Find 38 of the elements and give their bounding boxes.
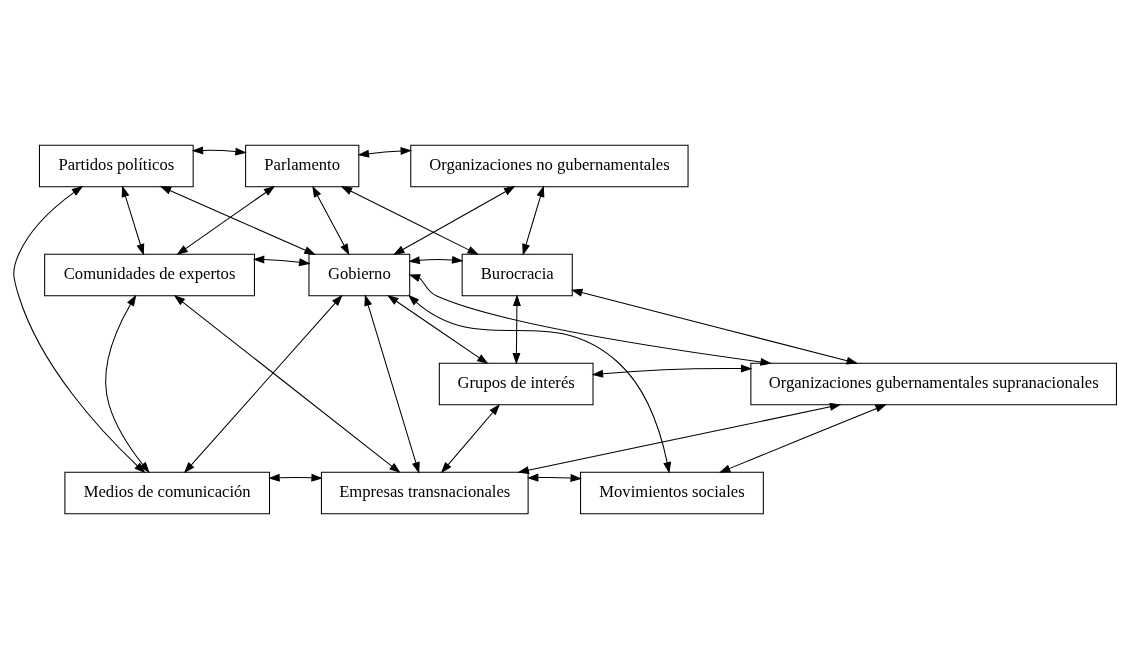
- arrow: [159, 185, 316, 255]
- arrow: [570, 288, 859, 365]
- node-box: Partidos políticos: [38, 144, 194, 187]
- node-box: Movimientos sociales: [580, 471, 764, 514]
- arrow: [252, 255, 311, 266]
- node-box: Empresas transnacionales: [320, 471, 529, 514]
- arrow: [364, 293, 420, 474]
- arrow: [408, 294, 672, 474]
- arrow: [173, 294, 401, 473]
- node-box: Burocracia: [461, 253, 573, 296]
- arrow: [357, 146, 413, 158]
- arrow: [408, 273, 772, 366]
- arrow: [13, 185, 146, 473]
- node-box: Medios de comunicación: [64, 471, 270, 514]
- arrow: [387, 294, 489, 364]
- arrow: [105, 294, 150, 473]
- arrow: [268, 473, 323, 482]
- node-box: Parlamento: [245, 144, 360, 187]
- arrow: [183, 294, 343, 473]
- arrow: [393, 185, 516, 255]
- arrow: [591, 364, 753, 378]
- arrow: [440, 403, 500, 473]
- arrow: [512, 294, 521, 365]
- arrow: [340, 185, 479, 255]
- arrow: [176, 185, 276, 255]
- arrow: [527, 473, 582, 482]
- node-box: Organizaciones no gubernamentales: [410, 144, 689, 187]
- arrow: [522, 185, 545, 255]
- arrow: [408, 255, 464, 264]
- arrow: [121, 185, 145, 255]
- arrow: [517, 402, 842, 474]
- arrow: [191, 145, 247, 156]
- node-box: Grupos de interés: [438, 362, 594, 405]
- arrow: [718, 403, 887, 473]
- node-box: Gobierno: [308, 253, 411, 296]
- node-box: Comunidades de expertos: [44, 253, 255, 296]
- arrow: [312, 185, 350, 255]
- node-box: Organizaciones gubernamentales supranacionales: [750, 362, 1117, 405]
